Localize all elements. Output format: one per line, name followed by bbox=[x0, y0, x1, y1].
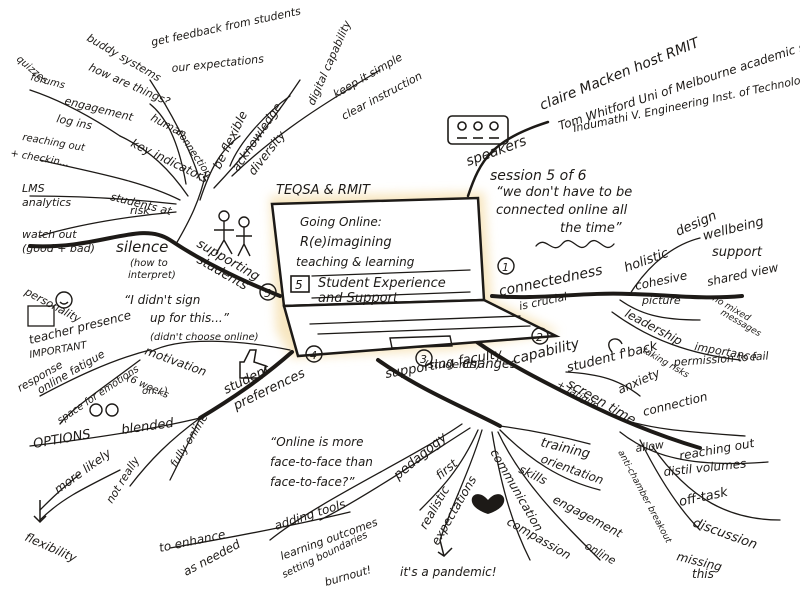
session-label: session 5 of 6 bbox=[490, 168, 587, 184]
svg-text:blended: blended bbox=[120, 416, 175, 438]
heart-icon bbox=[471, 494, 505, 514]
svg-text:analytics: analytics bbox=[22, 196, 71, 209]
svg-text:not really: not really bbox=[104, 454, 143, 506]
svg-text:5: 5 bbox=[264, 287, 271, 300]
thumbs-up-icon bbox=[239, 349, 267, 379]
svg-text:permission to fail: permission to fail bbox=[672, 349, 769, 369]
svg-text:our expectations: our expectations bbox=[171, 52, 265, 75]
branch-lines bbox=[28, 69, 781, 561]
svg-text:1: 1 bbox=[502, 261, 509, 274]
svg-text:off-task: off-task bbox=[678, 485, 730, 510]
svg-text:shared view: shared view bbox=[706, 260, 780, 289]
svg-text:(how to: (how to bbox=[130, 258, 168, 269]
quote-connected: “we don't have to be connected online al… bbox=[496, 185, 632, 236]
down-arrow-icon bbox=[33, 500, 453, 557]
emotion-faces-icon bbox=[27, 305, 55, 327]
topic-line-2: and Support bbox=[318, 291, 399, 306]
svg-text:burnout!: burnout! bbox=[323, 563, 373, 589]
center-text: TEQSA & RMIT Going Online: R(e)imagining… bbox=[276, 183, 446, 306]
svg-text:4: 4 bbox=[310, 349, 317, 362]
svg-text:LMS: LMS bbox=[22, 182, 45, 195]
svg-text:online: online bbox=[583, 539, 619, 567]
quote-didnt-sign: “I didn't sign up for this...” (didn't c… bbox=[124, 293, 259, 343]
people-icon bbox=[447, 115, 509, 145]
session-number: 5 bbox=[295, 278, 303, 292]
svg-text:connected online all: connected online all bbox=[496, 203, 628, 218]
svg-text:risk: risk bbox=[130, 204, 150, 217]
svg-text:log ins: log ins bbox=[55, 112, 93, 132]
svg-text:OPTIONS: OPTIONS bbox=[32, 427, 92, 452]
svg-text:motivation: motivation bbox=[143, 344, 208, 379]
speaker-3: Indumathi V. Engineering Inst. of Techno… bbox=[572, 56, 800, 135]
svg-text:it's a pandemic!: it's a pandemic! bbox=[400, 565, 497, 579]
center-line-1: Going Online: bbox=[300, 215, 382, 229]
svg-text:2: 2 bbox=[536, 331, 543, 344]
svg-text:face-to-face?”: face-to-face?” bbox=[270, 475, 355, 489]
svg-text:+ checkin...: + checkin... bbox=[9, 148, 70, 169]
svg-text:cohesive: cohesive bbox=[634, 268, 689, 293]
svg-text:discussion: discussion bbox=[691, 516, 759, 553]
svg-text:this: this bbox=[692, 567, 714, 581]
svg-text:3: 3 bbox=[420, 353, 427, 366]
svg-text:“Online is more: “Online is more bbox=[270, 435, 364, 449]
speakers-group: speakers claire Macken host RMIT Tom Whi… bbox=[464, 24, 800, 184]
svg-text:distil volumes: distil volumes bbox=[663, 456, 747, 479]
svg-text:the time”: the time” bbox=[560, 221, 622, 236]
svg-text:allow: allow bbox=[635, 438, 665, 455]
svg-text:changes: changes bbox=[462, 357, 517, 372]
svg-text:(students): (students) bbox=[424, 358, 480, 371]
svg-text:connection: connection bbox=[641, 389, 709, 419]
svg-text:up for this...”: up for this...” bbox=[150, 311, 230, 325]
svg-text:face-to-face than: face-to-face than bbox=[270, 455, 373, 469]
svg-text:first: first bbox=[433, 456, 461, 483]
svg-text:anxiety: anxiety bbox=[616, 365, 663, 396]
center-header: TEQSA & RMIT bbox=[276, 183, 371, 198]
smiley-icon bbox=[55, 291, 119, 417]
svg-text:personality: personality bbox=[22, 285, 84, 326]
svg-text:flexibility: flexibility bbox=[23, 530, 80, 566]
quote-online-more: “Online is more face-to-face than face-t… bbox=[270, 435, 373, 489]
svg-text:“we don't have to be: “we don't have to be bbox=[496, 185, 632, 200]
laptop-drawing bbox=[270, 196, 561, 358]
center-line-3: teaching & learning bbox=[296, 255, 415, 269]
stick-figures-icon bbox=[214, 210, 252, 257]
svg-text:on...): on...) bbox=[142, 386, 168, 397]
svg-text:silence: silence bbox=[116, 238, 168, 256]
svg-text:get feedback from students: get feedback from students bbox=[150, 4, 302, 49]
svg-text:watch out: watch out bbox=[22, 228, 77, 241]
svg-text:support: support bbox=[712, 245, 763, 260]
center-line-2: R(e)imagining bbox=[300, 235, 392, 250]
svg-text:engagement: engagement bbox=[551, 492, 626, 541]
topic-line-1: Student Experience bbox=[318, 276, 446, 291]
svg-text:interpret): interpret) bbox=[128, 270, 176, 281]
svg-text:picture: picture bbox=[641, 294, 681, 307]
squiggle-icon bbox=[535, 239, 615, 249]
circular-arrow-icon bbox=[608, 338, 623, 353]
svg-text:(good + bad): (good + bad) bbox=[22, 242, 95, 255]
svg-text:(didn't choose online): (didn't choose online) bbox=[150, 332, 259, 343]
svg-text:“I didn't sign: “I didn't sign bbox=[124, 293, 200, 307]
